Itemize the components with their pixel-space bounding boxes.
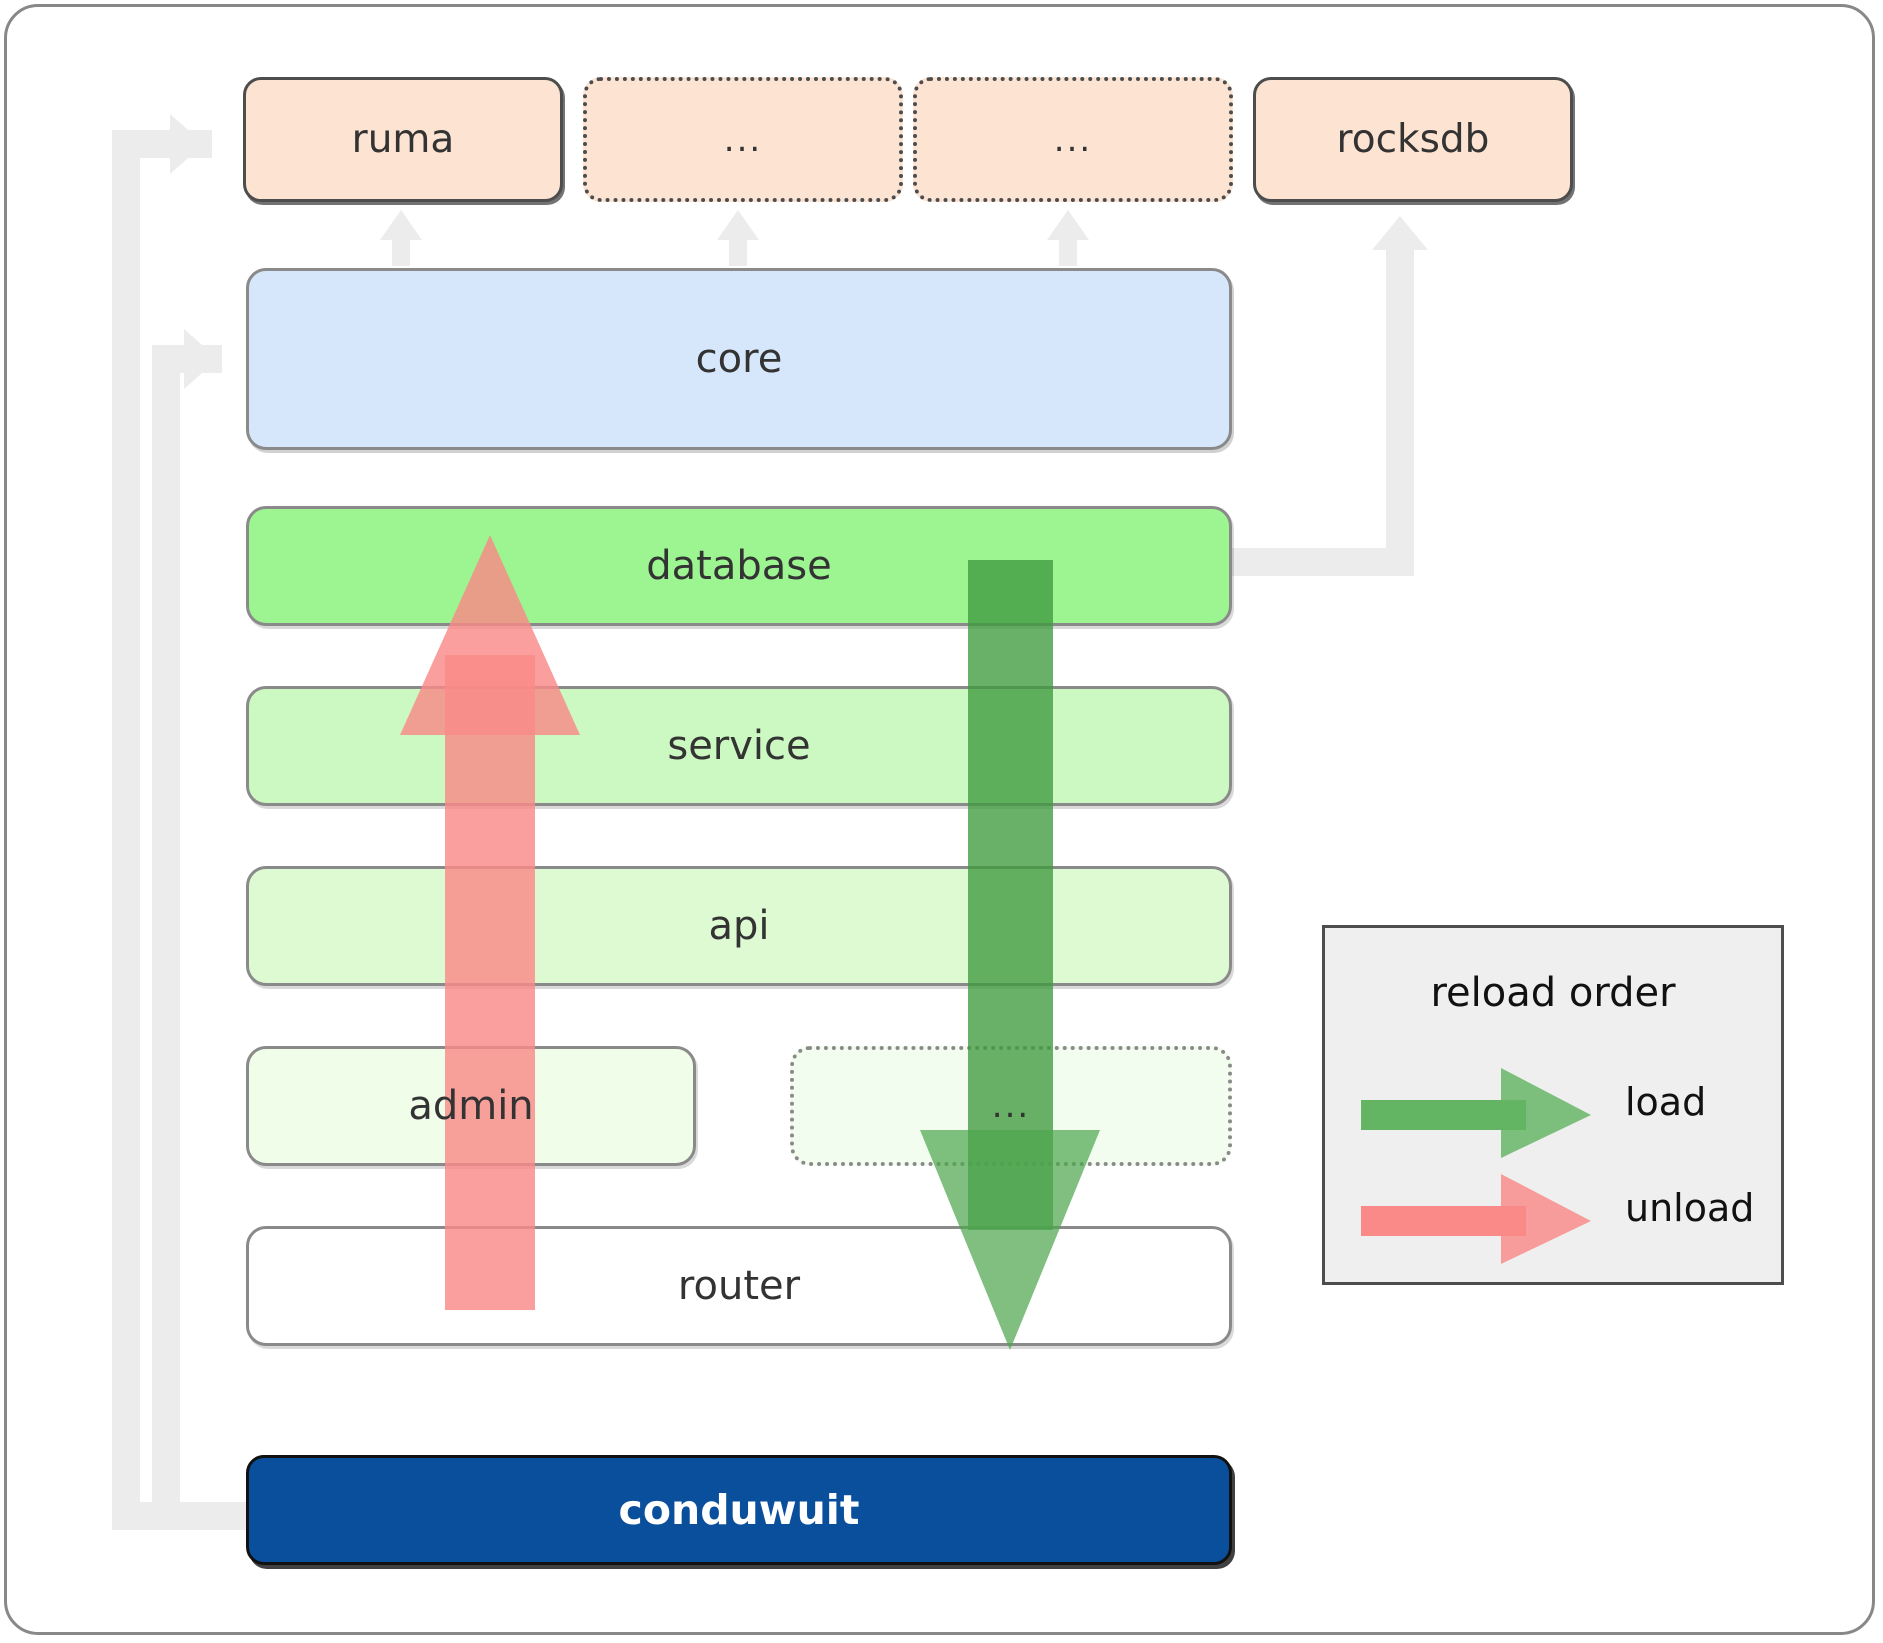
connector-database-right-run bbox=[1228, 548, 1414, 576]
crate-box-ruma[interactable]: ruma bbox=[243, 77, 563, 202]
legend-row-load: load bbox=[1325, 1058, 1787, 1168]
legend-unload-label: unload bbox=[1625, 1186, 1755, 1230]
arrow-stem bbox=[1059, 234, 1077, 266]
arrow-stem bbox=[729, 234, 747, 266]
legend-title: reload order bbox=[1430, 970, 1676, 1016]
layer-label-dots3: ... bbox=[991, 1086, 1031, 1126]
layer-label-admin: admin bbox=[408, 1083, 534, 1129]
crate-box-dots1[interactable]: ... bbox=[583, 77, 903, 202]
layer-label-router: router bbox=[677, 1263, 801, 1309]
connector-core-to-dots1-arrow bbox=[717, 210, 759, 270]
layer-box-router[interactable]: router bbox=[246, 1226, 1232, 1346]
crate-label-dots2: ... bbox=[1053, 119, 1093, 160]
core-label: core bbox=[695, 336, 783, 382]
crate-label-dots1: ... bbox=[723, 119, 763, 160]
root-label-conduwuit: conduwuit bbox=[618, 1486, 860, 1534]
legend-load-label: load bbox=[1625, 1080, 1707, 1124]
connector-rocksdb-riser bbox=[1386, 250, 1414, 576]
crate-label-rocksdb: rocksdb bbox=[1336, 117, 1490, 162]
legend-load-arrow-icon bbox=[1361, 1068, 1591, 1158]
connector-conduwuit-bottom-run bbox=[112, 1502, 252, 1530]
arrow-stem bbox=[392, 234, 410, 266]
legend-row-unload: unload bbox=[1325, 1164, 1787, 1274]
layer-box-service[interactable]: service bbox=[246, 686, 1232, 806]
root-box-conduwuit[interactable]: conduwuit bbox=[246, 1455, 1232, 1565]
layer-label-api: api bbox=[708, 903, 770, 949]
layer-label-service: service bbox=[667, 723, 811, 769]
connector-arrow-core bbox=[184, 329, 218, 389]
layer-box-api[interactable]: api bbox=[246, 866, 1232, 986]
diagram-outer-frame bbox=[4, 4, 1875, 1635]
connector-inner-trunk bbox=[152, 345, 180, 1530]
layer-box-admin[interactable]: admin bbox=[246, 1046, 696, 1166]
connector-conduwuit-left-trunk bbox=[112, 130, 140, 1530]
crate-label-ruma: ruma bbox=[351, 117, 455, 162]
connector-core-to-ruma-arrow bbox=[380, 210, 422, 270]
connector-arrow-ruma bbox=[170, 114, 204, 174]
core-box[interactable]: core bbox=[246, 268, 1232, 450]
crate-box-rocksdb[interactable]: rocksdb bbox=[1253, 77, 1573, 202]
layer-box-database[interactable]: database bbox=[246, 506, 1232, 626]
legend-panel: reload order load unload bbox=[1322, 925, 1784, 1285]
layer-box-dots3[interactable]: ... bbox=[790, 1046, 1232, 1166]
connector-arrow-rocksdb bbox=[1372, 216, 1428, 250]
legend-unload-arrow-icon bbox=[1361, 1174, 1591, 1264]
connector-core-to-dots2-arrow bbox=[1047, 210, 1089, 270]
crate-box-dots2[interactable]: ... bbox=[913, 77, 1233, 202]
layer-label-database: database bbox=[646, 543, 832, 589]
